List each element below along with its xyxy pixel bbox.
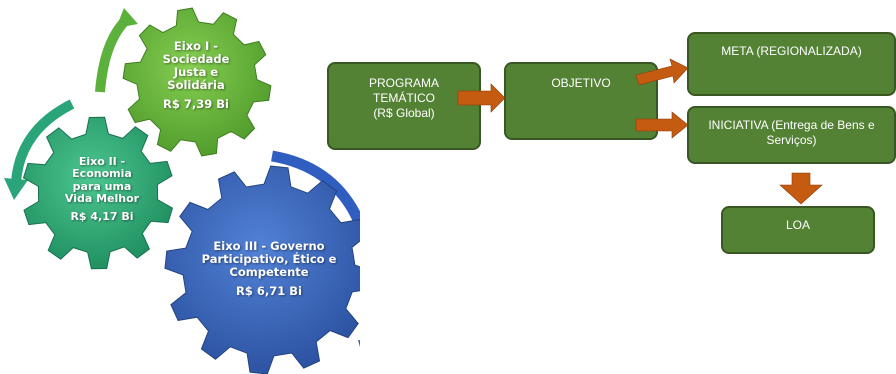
gear-cycle-diagram xyxy=(4,7,360,374)
gear-eixo1: Eixo I - Sociedade Justa e Solidária R$ … xyxy=(142,40,250,110)
gear-eixo3-title: Eixo III - Governo Participativo, Ético … xyxy=(201,239,337,279)
cycle-arrow-teal xyxy=(4,99,75,200)
gear-eixo1-shape xyxy=(122,7,272,157)
cycle-arrow-green xyxy=(95,8,138,93)
box-programa-tematico: PROGRAMA TEMÁTICO (R$ Global) xyxy=(327,62,481,150)
gear-eixo1-value: R$ 7,39 Bi xyxy=(163,96,229,111)
gear-eixo2-value: R$ 4,17 Bi xyxy=(70,210,134,224)
gear-eixo2-shape xyxy=(22,116,174,270)
gear-eixo2-title: Eixo II - Economia para uma Vida Melhor xyxy=(64,155,140,205)
box-iniciativa: INICIATIVA (Entrega de Bens e Serviços) xyxy=(687,106,896,164)
cycle-arrow-blue xyxy=(271,150,360,347)
gear-eixo1-title: Eixo I - Sociedade Justa e Solidária xyxy=(162,39,230,92)
box-meta: META (REGIONALIZADA) xyxy=(687,32,896,96)
gear-eixo2: Eixo II - Economia para uma Vida Melhor … xyxy=(52,155,152,224)
arrow-iniciativa-to-loa xyxy=(779,172,823,205)
gear-eixo3-value: R$ 6,71 Bi xyxy=(236,283,302,298)
box-objetivo: OBJETIVO xyxy=(504,62,658,140)
gear-eixo3: Eixo III - Governo Participativo, Ético … xyxy=(196,240,342,298)
gear-eixo3-shape xyxy=(164,165,360,374)
box-loa: LOA xyxy=(721,206,875,254)
